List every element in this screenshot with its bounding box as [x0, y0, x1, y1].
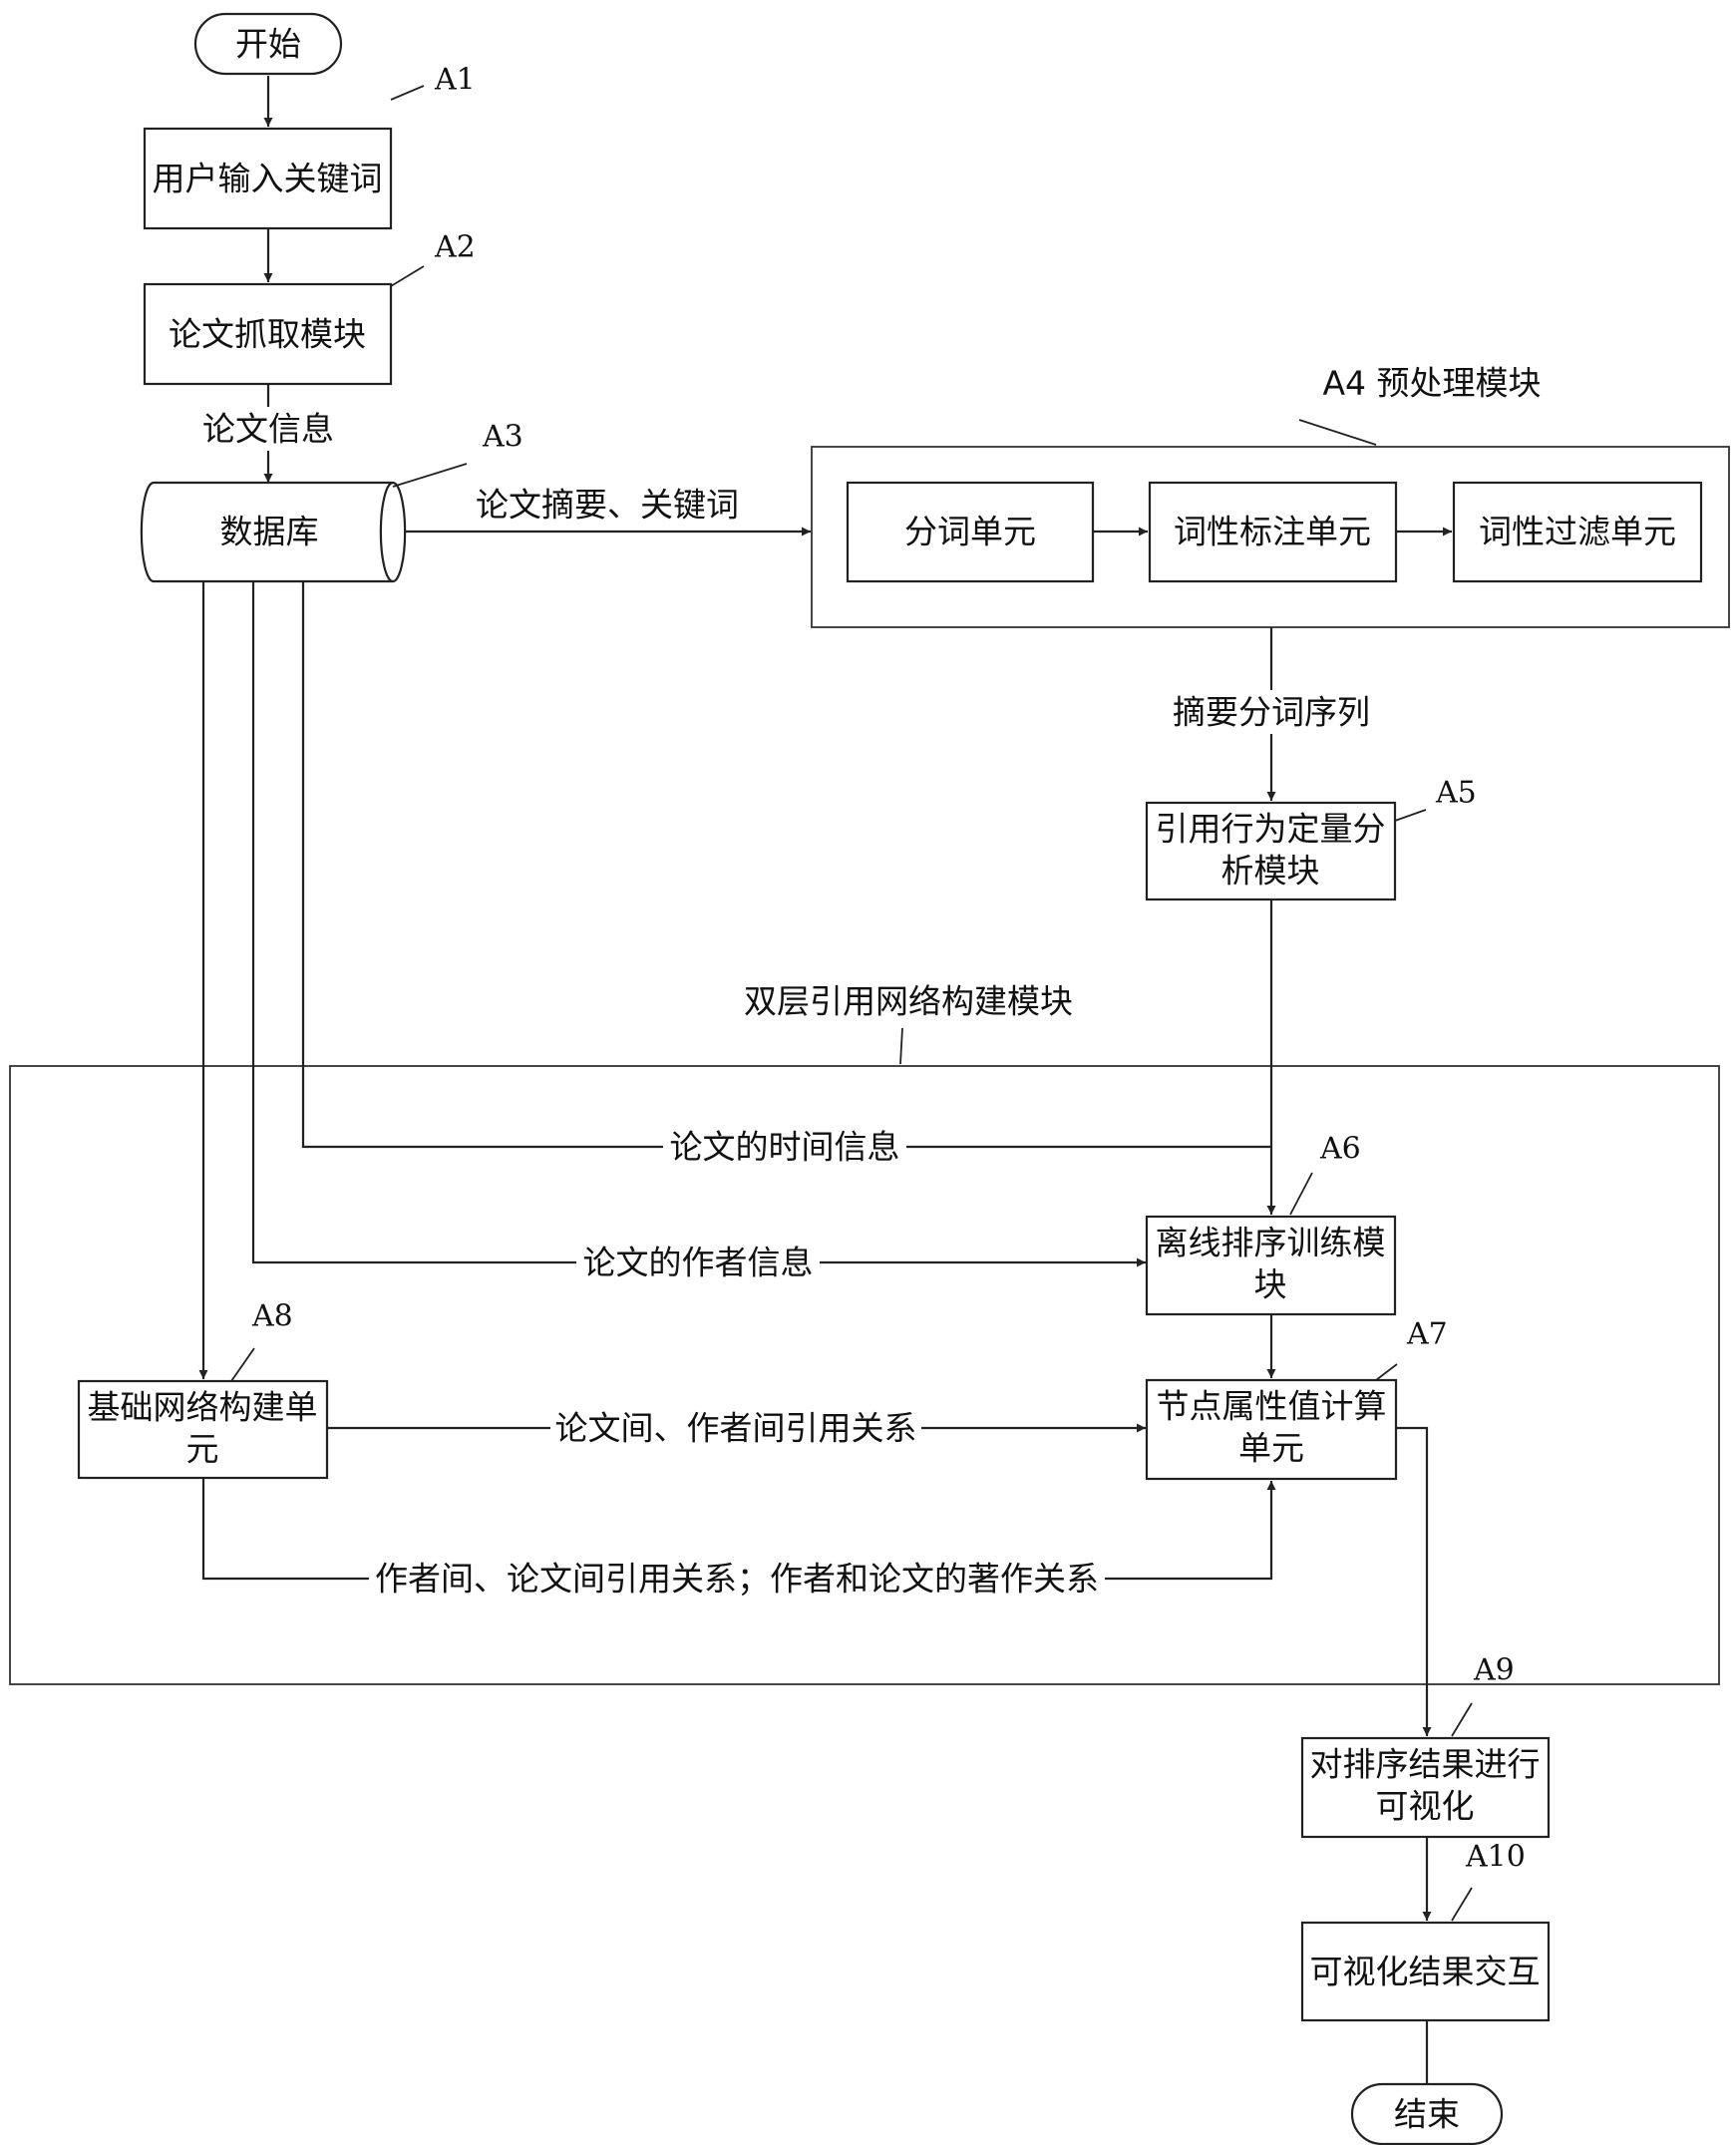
edge-database-time-info [303, 581, 1271, 1147]
edge-label-cite-authorship: 作者间、论文间引用关系；作者和论文的著作关系 [375, 1560, 1099, 1599]
offline-rank-label-line2: 块 [1254, 1265, 1287, 1304]
input-keywords-label: 用户输入关键词 [153, 160, 383, 198]
tag-a7: A7 [1406, 1317, 1448, 1352]
database-label: 数据库 [220, 513, 319, 551]
start-label: 开始 [235, 25, 301, 64]
citation-analysis-label-line2: 析模块 [1221, 852, 1320, 891]
edge-label-paper-info: 论文信息 [202, 410, 334, 449]
citation-analysis-label-line1: 引用行为定量分 [1156, 810, 1386, 849]
a2-leader [391, 266, 424, 286]
a7-leader [1376, 1364, 1397, 1380]
visualize-label-line1: 对排序结果进行 [1310, 1745, 1541, 1784]
a10-leader [1452, 1888, 1472, 1921]
edge-label-cite-relations: 论文间、作者间引用关系 [555, 1409, 917, 1448]
edge-label-author-info: 论文的作者信息 [583, 1244, 814, 1282]
tag-a8: A8 [251, 1299, 293, 1334]
base-network-label-line1: 基础网络构建单 [88, 1388, 318, 1427]
base-network-label-line2: 元 [186, 1430, 219, 1469]
tag-a9: A9 [1473, 1653, 1515, 1688]
edge-label-abstract-seq: 摘要分词序列 [1173, 693, 1370, 732]
a1-leader [391, 86, 424, 100]
a5-leader [1395, 810, 1426, 821]
a3-leader [393, 464, 467, 487]
a8-leader [231, 1348, 254, 1381]
tag-a10: A10 [1465, 1840, 1526, 1875]
node-attr-label-line2: 单元 [1238, 1429, 1304, 1468]
node-attr-label-line1: 节点属性值计算 [1157, 1387, 1387, 1426]
two-layer-label-leader [900, 1028, 902, 1064]
preprocess-label-leader [1299, 420, 1376, 445]
tag-a1: A1 [434, 63, 476, 98]
segment-unit-label: 分词单元 [904, 513, 1036, 551]
tag-a3: A3 [482, 420, 523, 455]
a9-leader [1452, 1703, 1472, 1736]
visualize-label-line2: 可视化 [1376, 1787, 1475, 1826]
a6-leader [1290, 1173, 1312, 1215]
preprocess-module-title: A4 预处理模块 [1322, 364, 1541, 403]
pos-tag-unit-label: 词性标注单元 [1174, 513, 1371, 551]
tag-a5: A5 [1435, 776, 1477, 811]
tag-a6: A6 [1319, 1132, 1361, 1167]
interact-label: 可视化结果交互 [1310, 1953, 1541, 1991]
tag-a2: A2 [434, 230, 476, 265]
end-label: 结束 [1394, 2095, 1460, 2134]
two-layer-module-title: 双层引用网络构建模块 [744, 982, 1073, 1021]
edge-label-time-info: 论文的时间信息 [670, 1128, 900, 1167]
edge-nodeattr-to-visualize [1396, 1428, 1427, 1736]
crawl-module-label: 论文抓取模块 [169, 315, 366, 354]
edge-label-abstract-keywords: 论文摘要、关键词 [476, 486, 739, 525]
offline-rank-label-line1: 离线排序训练模 [1156, 1224, 1386, 1262]
pos-filter-unit-label: 词性过滤单元 [1479, 513, 1676, 551]
